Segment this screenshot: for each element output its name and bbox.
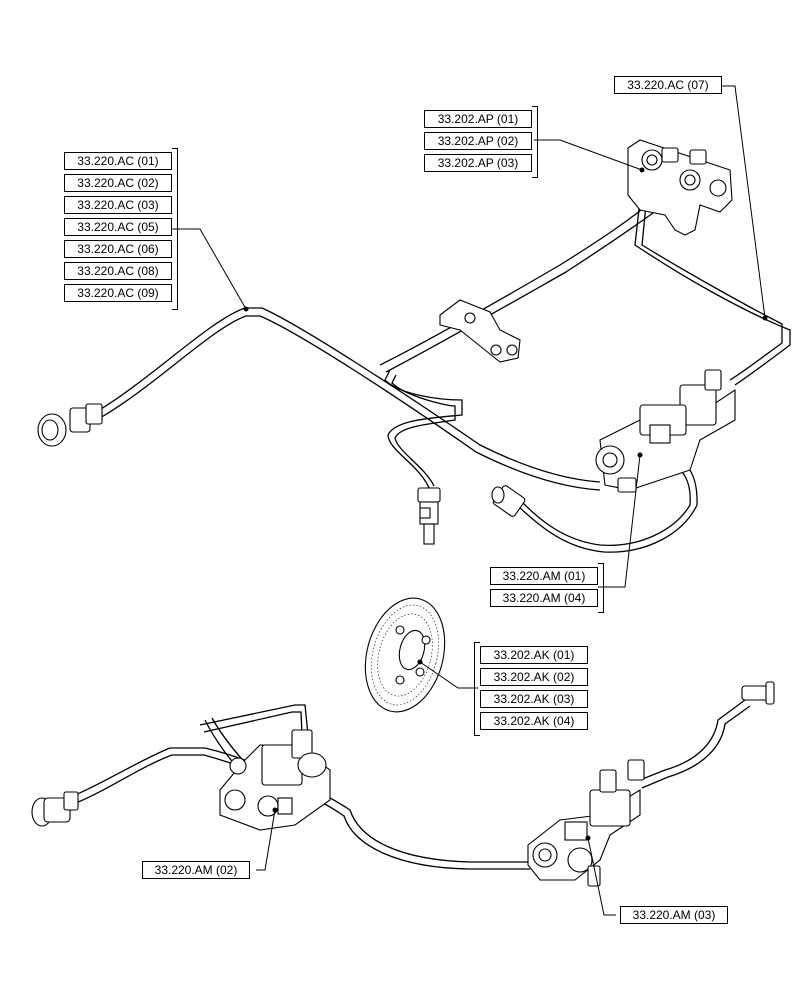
callout-bracket — [598, 563, 604, 613]
upper-brake-valve — [595, 369, 736, 493]
callout-bracket — [172, 148, 178, 310]
tube-clamp — [439, 299, 521, 363]
callout-bracket — [532, 106, 538, 178]
lower-fitting — [417, 487, 441, 545]
callout-label[interactable]: 33.220.AC (01) — [64, 152, 172, 170]
callout-label[interactable]: 33.202.AK (03) — [480, 690, 588, 708]
callout-label[interactable]: 33.220.AC (08) — [64, 262, 172, 280]
upper-hose-end — [491, 485, 526, 517]
callout-label[interactable]: 33.220.AM (01) — [490, 567, 598, 585]
callout-label[interactable]: 33.220.AC (02) — [64, 174, 172, 192]
lower-left-quick-coupler — [31, 791, 79, 827]
callout-label[interactable]: 33.220.AC (06) — [64, 240, 172, 258]
lower-right-tube-fitting — [741, 681, 775, 705]
callout-label[interactable]: 33.202.AP (01) — [424, 110, 532, 128]
leader-lines — [172, 85, 768, 916]
callout-label[interactable]: 33.220.AM (03) — [620, 906, 728, 924]
callout-label[interactable]: 33.202.AK (01) — [480, 646, 588, 664]
callout-label[interactable]: 33.202.AP (03) — [424, 154, 532, 172]
brake-disc — [364, 597, 446, 713]
callout-label[interactable]: 33.220.AM (02) — [142, 861, 250, 879]
callout-label[interactable]: 33.220.AM (04) — [490, 589, 598, 607]
callout-bracket — [474, 642, 480, 736]
callout-label[interactable]: 33.202.AK (02) — [480, 668, 588, 686]
callout-label[interactable]: 33.220.AC (05) — [64, 218, 172, 236]
callout-label[interactable]: 33.220.AC (09) — [64, 284, 172, 302]
left-quick-coupler — [37, 403, 103, 447]
upper-bracket-with-fittings — [627, 139, 733, 236]
callout-label[interactable]: 33.202.AK (04) — [480, 712, 588, 730]
upper-brake-tubes — [95, 194, 791, 553]
callout-label[interactable]: 33.202.AP (02) — [424, 132, 532, 150]
lower-left-brake-valve — [219, 729, 331, 831]
lower-brake-tubes — [74, 699, 751, 870]
callout-label[interactable]: 33.220.AC (03) — [64, 196, 172, 214]
callout-label[interactable]: 33.220.AC (07) — [614, 76, 722, 94]
lower-right-brake-valve — [527, 759, 645, 887]
